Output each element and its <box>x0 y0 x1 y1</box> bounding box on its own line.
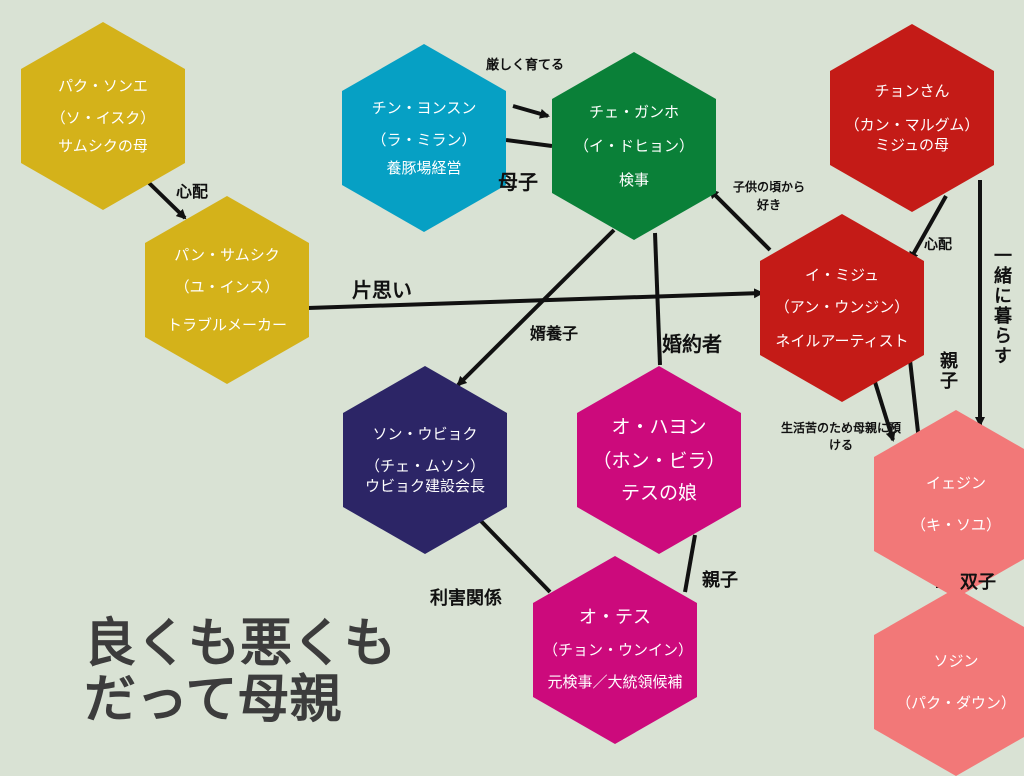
node-name: パン・サムシク <box>174 246 280 264</box>
node-actor: （ソ・イスク） <box>50 109 156 127</box>
node-name: パク・ソンエ <box>58 77 148 95</box>
arrow-park-to-pan <box>144 178 187 220</box>
node-name: チェ・ガンホ <box>588 103 679 121</box>
label-childhood-love: 子供の頃から好き <box>732 180 805 212</box>
node-actor: （ユ・インス） <box>174 278 280 296</box>
node-name: イェジン <box>925 474 986 492</box>
label-son-in-law: 婿養子 <box>530 324 579 343</box>
node-actor: （イ・ドヒョン） <box>573 137 694 155</box>
arrow-chin-to-chae <box>512 104 550 119</box>
node-actor: （カン・マルグム） <box>844 116 980 134</box>
node-name: チョンさん <box>874 82 950 100</box>
label-live-together: 一緒に暮らす <box>991 246 1012 366</box>
node-role: ウビョク建設会長 <box>364 477 485 495</box>
label-worry-1: 心配 <box>176 182 209 201</box>
node-role: 養豚場経営 <box>386 159 462 177</box>
node-name: チン・ヨンスン <box>371 99 477 117</box>
line-son-otes <box>478 518 552 594</box>
arrow-mijoo-to-yejin <box>873 381 896 442</box>
node-actor: （パク・ダウン） <box>896 694 1016 712</box>
node-name: ソン・ウビョク <box>372 425 478 443</box>
node-actor: （ラ・ミラン） <box>371 131 477 149</box>
label-mother-child: 母子 <box>498 170 538 194</box>
node-role: 元検事／大統領候補 <box>547 673 683 691</box>
label-entrust: 生活苦のため母親に預ける <box>780 421 901 452</box>
node-chin-yongsun: チン・ヨンスン （ラ・ミラン） 養豚場経営 <box>342 44 506 232</box>
line-ohayon-otes <box>683 534 697 593</box>
arrow-chae-to-son <box>456 228 616 387</box>
page-title: 良くも悪くも だって母親 <box>84 616 396 728</box>
node-actor: （チョン・ウンイン） <box>543 641 694 659</box>
node-role: ミジュの母 <box>875 136 949 154</box>
node-role: トラブルメーカー <box>166 316 287 334</box>
node-role: ネイルアーティスト <box>775 332 909 350</box>
arrow-pan-to-mijoo <box>307 288 764 310</box>
node-actor: （キ・ソユ） <box>910 516 1001 534</box>
node-actor: （アン・ウンジン） <box>774 298 910 316</box>
label-parent-child-1: 親子 <box>940 351 958 392</box>
arrow-mijoo-to-chae <box>708 188 772 252</box>
label-fiance: 婚約者 <box>662 332 722 356</box>
node-role: サムシクの母 <box>58 137 148 155</box>
title-line-1: 良くも悪くも <box>84 614 397 674</box>
node-name: イ・ミジュ <box>805 266 879 284</box>
label-interest: 利害関係 <box>430 588 502 609</box>
node-name: オ・テス <box>579 607 651 628</box>
node-pan-samsik: パン・サムシク （ユ・インス） トラブルメーカー <box>145 196 309 384</box>
arrow-chon-to-mijoo <box>908 195 948 262</box>
node-role: 検事 <box>618 171 649 189</box>
title-line-2: だって母親 <box>84 670 342 730</box>
label-worry-2: 心配 <box>924 237 952 253</box>
label-unrequited: 片思い <box>352 278 412 302</box>
node-name: ソジン <box>933 652 979 670</box>
node-actor: （ホン・ビラ） <box>592 450 726 472</box>
label-parent-child-2: 親子 <box>702 570 738 591</box>
node-name: オ・ハヨン <box>611 416 707 438</box>
label-twins: 双子 <box>960 572 996 593</box>
node-actor: （チェ・ムソン） <box>364 457 485 475</box>
line-chae-ohayon <box>653 232 662 366</box>
line-chin-chae <box>505 138 553 148</box>
label-strict: 厳しく育てる <box>486 58 565 73</box>
node-role: テスの娘 <box>620 482 697 504</box>
